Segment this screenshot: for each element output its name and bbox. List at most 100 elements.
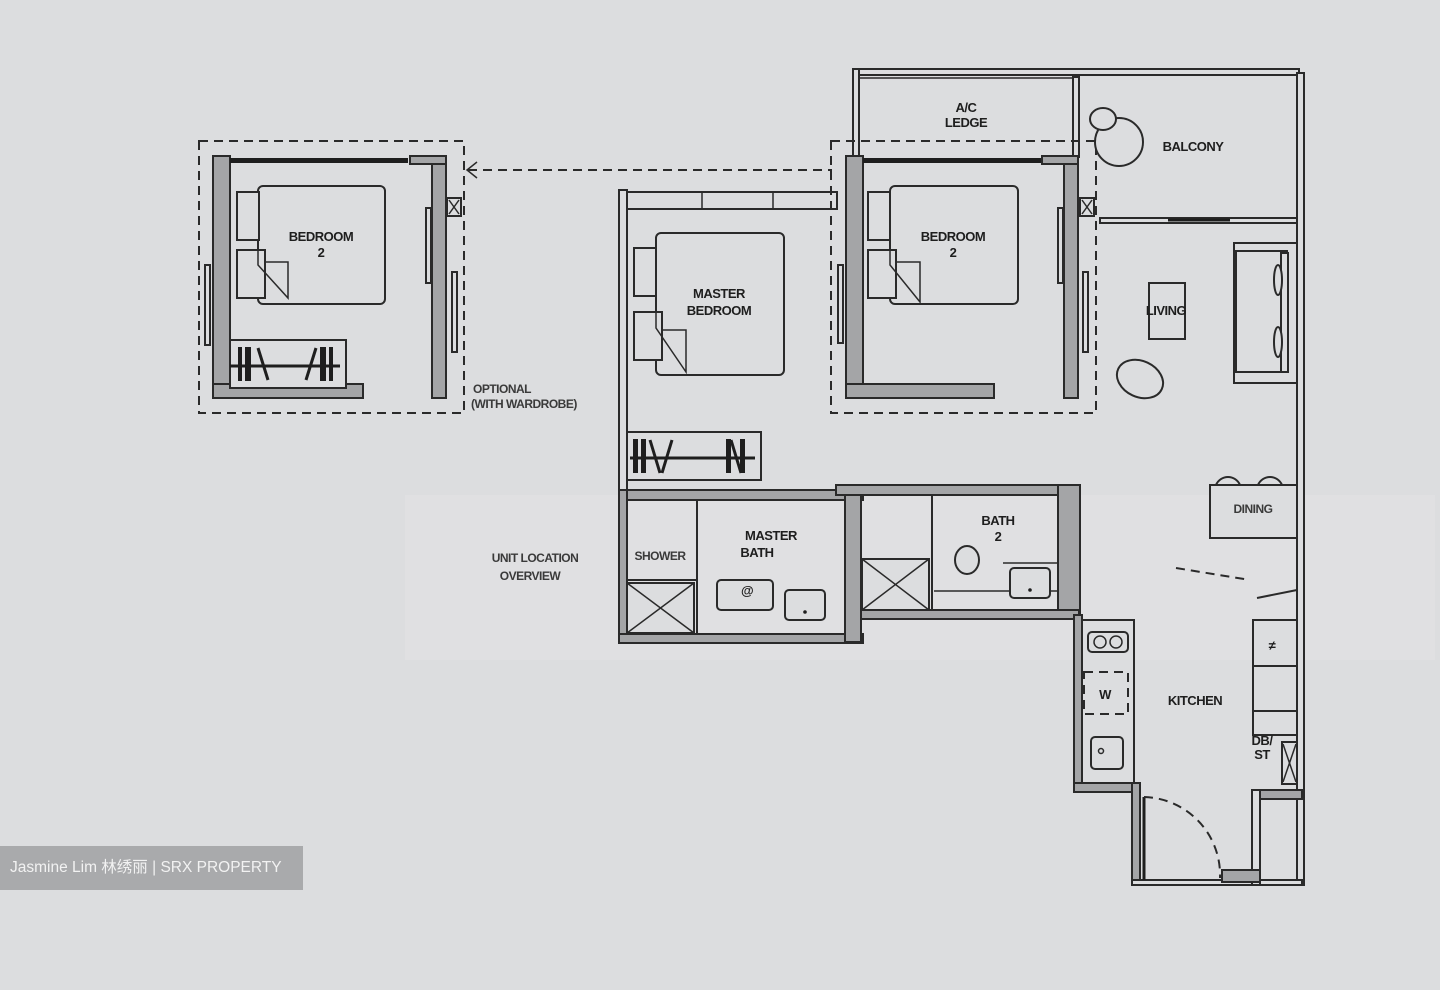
pillow <box>867 249 897 299</box>
dining: DINING <box>1209 476 1298 539</box>
cushion <box>1273 264 1283 296</box>
ac-ledge: A/C LEDGE <box>859 77 1073 130</box>
dining-table <box>1209 484 1298 539</box>
balcony: BALCONY <box>1089 107 1298 224</box>
blanket-fold <box>655 312 687 375</box>
cushion <box>1273 326 1283 358</box>
pillow <box>867 191 891 241</box>
ledge-wall <box>852 68 1300 76</box>
wall <box>431 155 447 399</box>
wall <box>1057 484 1081 616</box>
wall <box>845 155 864 399</box>
wall <box>845 383 995 399</box>
wall <box>212 155 231 399</box>
label-garbled-line2: OVERVIEW <box>500 569 562 583</box>
room-label-master-bath-2: BATH <box>740 545 773 560</box>
wall <box>1131 782 1141 886</box>
window <box>451 271 458 353</box>
wardrobe <box>626 431 762 481</box>
label-shower-garbled: SHOWER <box>635 549 687 563</box>
toilet-symbol: @ <box>741 583 753 598</box>
toilet <box>954 545 980 575</box>
room-label-bedroom2-optional-number: 2 <box>318 245 325 260</box>
blanket-fold <box>889 250 921 305</box>
unit-outline <box>618 68 1305 886</box>
wall <box>1131 879 1303 886</box>
optional-boundary-dashed <box>198 140 465 414</box>
blanket-fold <box>257 250 289 300</box>
armchair <box>1115 358 1165 400</box>
exterior-wall-left <box>618 189 628 491</box>
room-label-balcony: BALCONY <box>1163 139 1225 154</box>
master-bath: SHOWER MASTER BATH @ <box>618 489 864 644</box>
cabinet <box>1252 710 1298 736</box>
dining-chair <box>1215 476 1241 486</box>
kitchen: W KITCHEN ≠ DB/ ST <box>1073 567 1303 886</box>
room-label-bedroom2-optional: BEDROOM <box>289 229 353 244</box>
sink <box>784 589 826 621</box>
window <box>626 191 838 210</box>
optional-note-wardrobe: (WITH WARDROBE) <box>471 397 577 411</box>
room-label-bedroom2-number: 2 <box>950 245 957 260</box>
wall <box>618 633 864 644</box>
window <box>863 158 1041 163</box>
washer <box>1083 671 1129 715</box>
chair <box>1089 107 1117 131</box>
wall <box>409 155 447 165</box>
optional-boundary-dashed <box>830 140 1097 414</box>
kitchen-sink <box>1090 736 1124 770</box>
cabinet <box>1252 665 1298 712</box>
room-label-bedroom2: BEDROOM <box>921 229 985 244</box>
wall <box>1041 155 1079 165</box>
bed <box>889 185 1019 305</box>
pillow <box>236 249 266 299</box>
wall <box>1073 782 1141 793</box>
wall <box>860 609 1080 620</box>
master-bedroom: MASTER BEDROOM <box>626 232 785 481</box>
coffee-table <box>1148 282 1186 340</box>
wall <box>618 489 628 643</box>
arrow-left-icon <box>465 161 478 179</box>
exterior-wall-right <box>1296 72 1305 886</box>
bed <box>257 185 386 305</box>
wall <box>618 489 864 501</box>
room-label-ac-ledge-2: LEDGE <box>945 115 988 130</box>
toilet <box>716 579 774 611</box>
room-label-dining: DINING <box>1234 502 1273 516</box>
optional-bedroom-2: BEDROOM 2 OPTIONAL (WITH WARDROBE) <box>198 140 578 414</box>
pillow <box>236 191 260 241</box>
wall <box>844 489 862 643</box>
bath-2: BATH 2 <box>835 484 1081 620</box>
window <box>425 207 432 284</box>
pillow <box>633 247 657 297</box>
room-label-bath2: BATH <box>981 513 1014 528</box>
watermark-credit: Jasmine Lim 林绣丽 | SRX PROPERTY <box>0 846 303 890</box>
window <box>837 264 844 344</box>
wall <box>1063 155 1079 399</box>
door-swing-arc <box>1143 796 1222 879</box>
window <box>1082 271 1089 353</box>
bed <box>655 232 785 376</box>
window <box>204 264 211 346</box>
room-label-ac-ledge: A/C <box>956 100 978 115</box>
label-db-st: DB/ <box>1252 733 1274 748</box>
room-label-kitchen: KITCHEN <box>1168 693 1222 708</box>
room-label-master-bedroom-2: BEDROOM <box>687 303 751 318</box>
svg-text:≠: ≠ <box>1269 638 1276 653</box>
room-label-bath2-number: 2 <box>995 529 1002 544</box>
pillow <box>633 311 663 361</box>
bedroom-2: BEDROOM 2 <box>830 140 1097 414</box>
wall <box>835 484 1061 496</box>
dining-chair <box>1257 476 1283 486</box>
wall <box>1073 614 1083 791</box>
room-label-master-bath: MASTER <box>745 528 798 543</box>
window <box>230 158 408 163</box>
label-db-st-2: ST <box>1254 747 1270 762</box>
label-washer: W <box>1099 687 1112 702</box>
room-label-living: LIVING <box>1146 303 1187 318</box>
label-garbled-line1: UNIT LOCATION <box>492 551 579 565</box>
window <box>1057 207 1064 284</box>
partition-dashed <box>1175 567 1251 581</box>
living: LIVING <box>1115 242 1298 400</box>
